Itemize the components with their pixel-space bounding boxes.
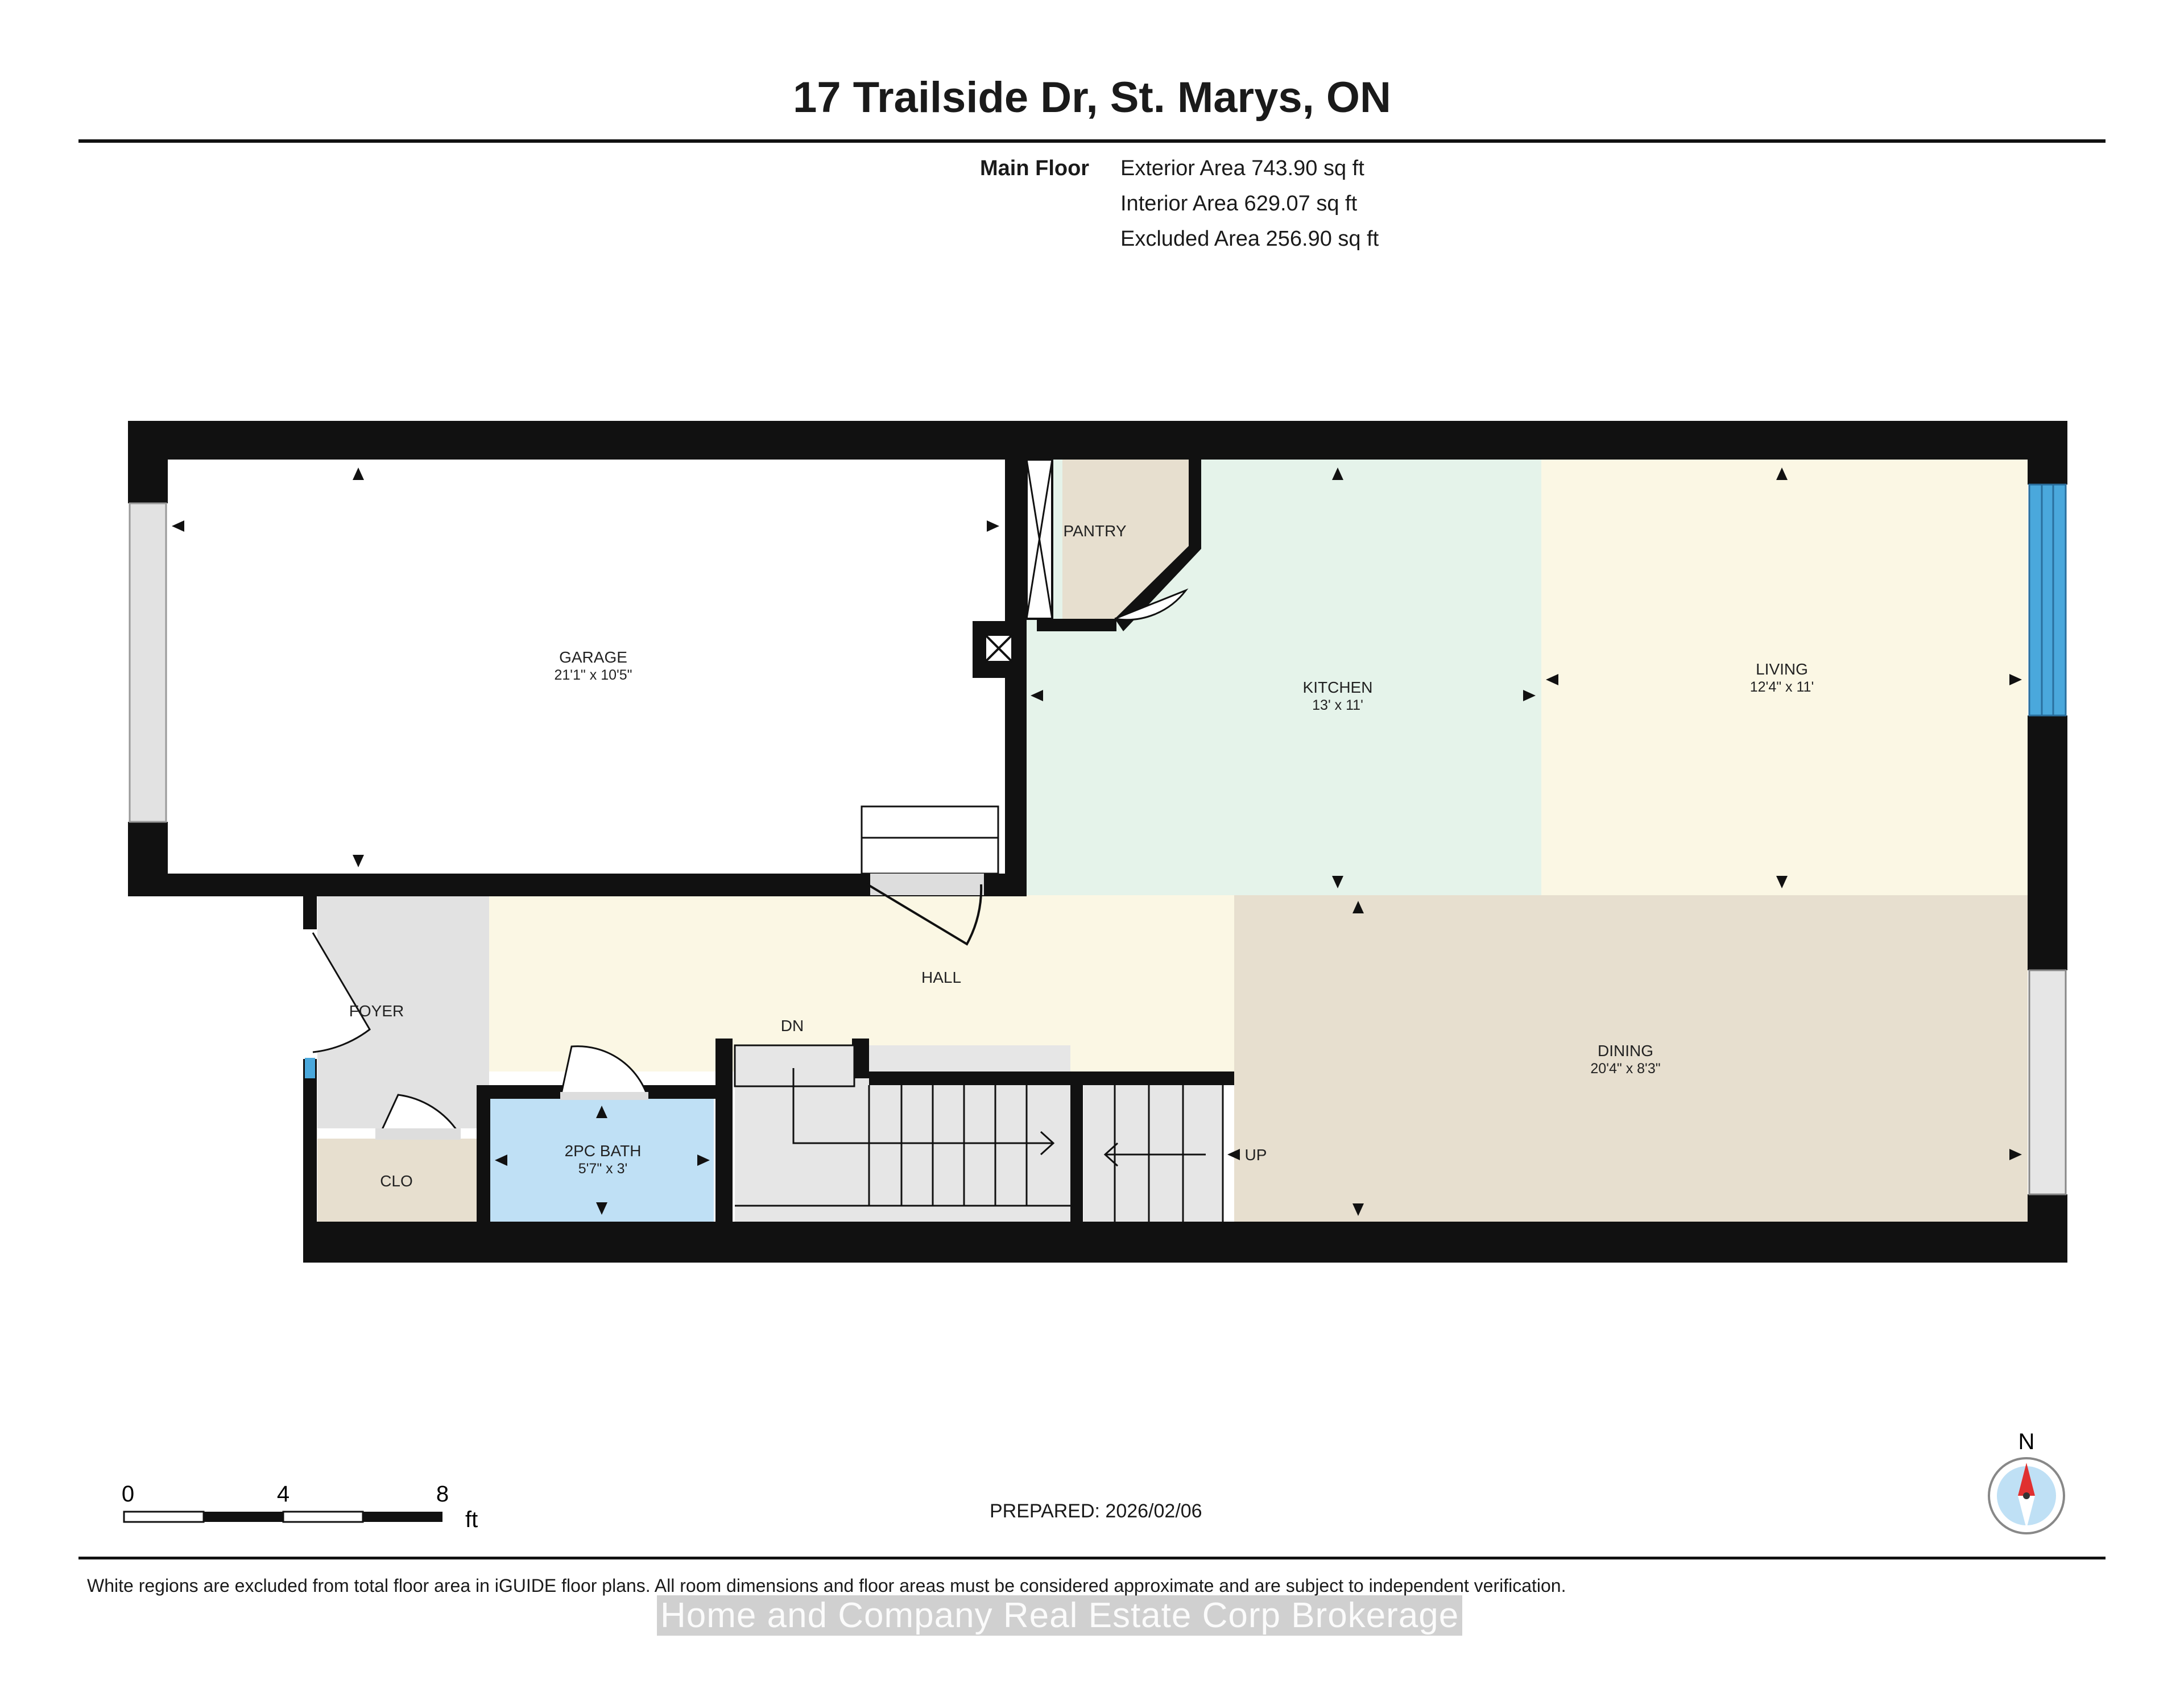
walls xyxy=(128,421,2067,1263)
pantry-floor-top xyxy=(1062,460,1189,619)
garage-steps xyxy=(861,805,999,875)
stairs-down-arrow xyxy=(792,1068,1052,1144)
garage-window xyxy=(129,502,167,823)
hall-label: HALL xyxy=(921,969,961,986)
dining-label: DINING xyxy=(1598,1042,1653,1060)
interior-area: Interior Area 629.07 sq ft xyxy=(1120,192,1358,216)
scale-bar xyxy=(123,1511,442,1523)
closet-door-swing xyxy=(380,1094,459,1132)
exterior-area: Exterior Area 743.90 sq ft xyxy=(1120,156,1364,180)
page-title: 17 Trailside Dr, St. Marys, ON xyxy=(793,73,1391,122)
foyer-door-swing xyxy=(312,932,371,1053)
dining-floor xyxy=(1234,895,2028,1222)
living-label: LIVING xyxy=(1756,660,1808,678)
scale-tick-4: 4 xyxy=(277,1482,289,1507)
footer-divider xyxy=(78,1557,2106,1559)
garage-door-swing xyxy=(866,883,983,946)
foyer-window xyxy=(305,1058,315,1078)
header-divider xyxy=(78,139,2106,143)
closet-label: CLO xyxy=(380,1172,413,1190)
stairs-up-treads xyxy=(1114,1085,1224,1222)
living-dims: 12'4" x 11' xyxy=(1750,679,1814,695)
closet-floor xyxy=(317,1139,477,1222)
compass-label: N xyxy=(2018,1429,2035,1454)
bath-floor xyxy=(490,1099,714,1222)
living-window xyxy=(2028,483,2067,717)
watermark: Home and Company Real Estate Corp Broker… xyxy=(657,1595,1463,1636)
pantry-door-swing xyxy=(1114,588,1189,621)
scale-tick-0: 0 xyxy=(122,1482,134,1507)
garage-dims: 21'1" x 10'5" xyxy=(554,667,632,683)
floor-label: Main Floor xyxy=(980,156,1090,180)
foyer-label: FOYER xyxy=(349,1002,404,1020)
stairs-down-label: DN xyxy=(781,1017,804,1035)
dimension-markers xyxy=(172,467,2022,1216)
dining-dims: 20'4" x 8'3" xyxy=(1590,1061,1660,1077)
bath-label: 2PC BATH xyxy=(565,1142,642,1160)
kitchen-label: KITCHEN xyxy=(1303,678,1373,696)
living-floor xyxy=(1541,460,2028,895)
disclaimer-text: White regions are excluded from total fl… xyxy=(87,1575,1566,1596)
dining-door-glass xyxy=(2028,969,2067,1195)
scale-unit: ft xyxy=(465,1507,478,1532)
garage-label: GARAGE xyxy=(559,648,627,666)
prepared-date: PREPARED: 2026/02/06 xyxy=(990,1500,1202,1522)
kitchen-dims: 13' x 11' xyxy=(1312,697,1363,713)
bath-door-swing xyxy=(559,1045,650,1099)
stairs-down-treads xyxy=(735,1085,1070,1207)
stairs-up-floor xyxy=(1083,1081,1223,1222)
stairs-up-label: UP xyxy=(1245,1146,1267,1164)
excluded-area: Excluded Area 256.90 sq ft xyxy=(1120,227,1379,251)
bath-dims: 5'7" x 3' xyxy=(578,1161,628,1177)
pantry-label: PANTRY xyxy=(1064,522,1127,540)
compass-icon xyxy=(1988,1457,2065,1534)
garage-floor xyxy=(168,460,1005,874)
scale-tick-8: 8 xyxy=(436,1482,449,1507)
